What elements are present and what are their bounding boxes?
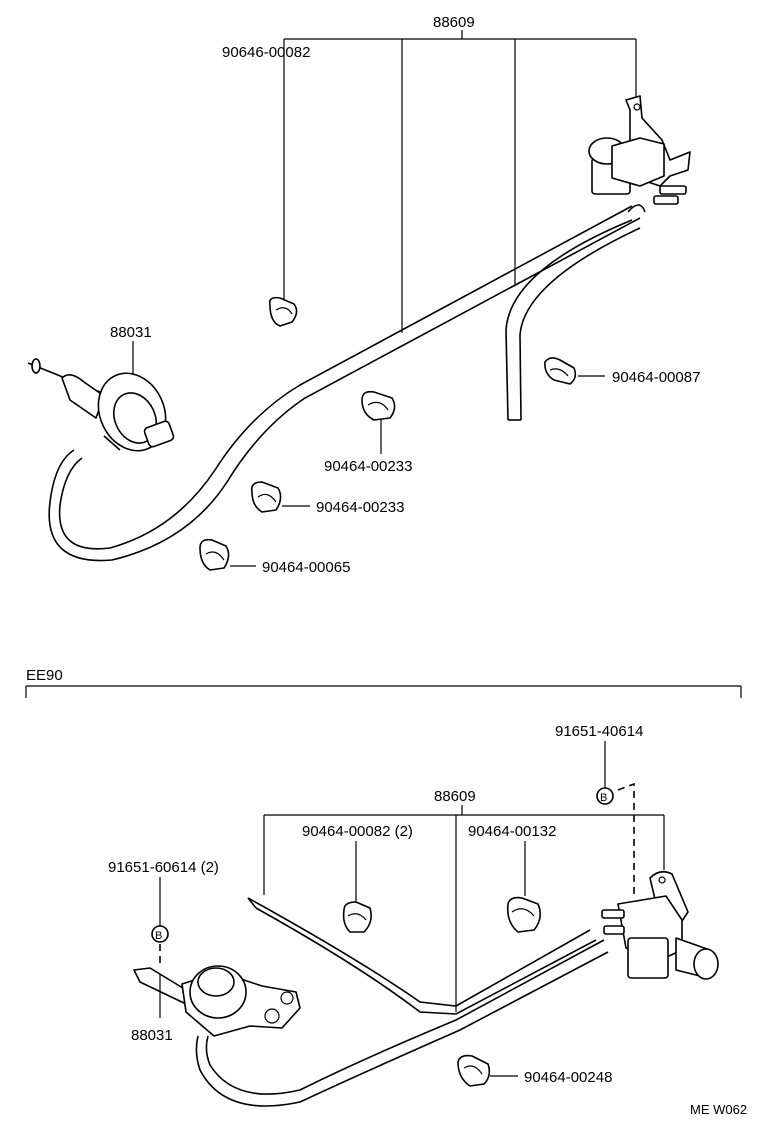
bottom-vacuum-hoses (195, 897, 609, 1107)
bottom-group-bracket: 88609 (263, 788, 665, 1012)
clip-90464-00082: 90464-00082 (2) (302, 823, 413, 933)
label-90464-00233-a: 90464-00233 (324, 458, 412, 475)
top-group-bracket: 88609 (283, 14, 637, 333)
clip-90464-00087: 90464-00087 (544, 357, 700, 386)
label-90464-00087: 90464-00087 (612, 369, 700, 386)
clip-90464-00248: 90464-00248 (457, 1054, 612, 1087)
diagram-code: ME W062 (690, 1102, 747, 1117)
label-90464-00065: 90464-00065 (262, 559, 350, 576)
bolt-91651-60614: 91651-60614 (2) B (108, 859, 219, 968)
clip-90464-00233-a: 90464-00233 (324, 390, 412, 475)
label-88031-top: 88031 (110, 324, 152, 341)
label-90464-00248: 90464-00248 (524, 1069, 612, 1086)
label-88031-bottom: 88031 (131, 1027, 173, 1044)
bolt-marker-b-left: B (155, 930, 162, 942)
label-90464-00132: 90464-00132 (468, 823, 556, 840)
bottom-vsv-valve (601, 870, 719, 980)
label-90646-00082: 90646-00082 (222, 44, 310, 61)
top-assembly: 88609 90646-00082 (27, 14, 700, 576)
top-group-label: 88609 (433, 14, 475, 31)
clip-90464-00132: 90464-00132 (468, 823, 556, 933)
bolt-91651-40614: 91651-40614 B (555, 723, 643, 895)
label-90464-00233-b: 90464-00233 (316, 499, 404, 516)
bottom-actuator-88031: 88031 (131, 965, 301, 1044)
ee90-section: EE90 91651-40614 B 88609 (25, 667, 742, 1107)
label-91651-60614: 91651-60614 (2) (108, 859, 219, 876)
top-vacuum-hose (48, 204, 646, 562)
top-vsv-valve (588, 95, 691, 205)
top-actuator-88031: 88031 (27, 324, 175, 452)
label-91651-40614: 91651-40614 (555, 723, 643, 740)
label-90464-00082: 90464-00082 (2) (302, 823, 413, 840)
bolt-marker-b-right: B (600, 792, 607, 804)
bottom-group-label: 88609 (434, 788, 476, 805)
section-label-ee90: EE90 (26, 667, 63, 684)
clip-90464-00233-b: 90464-00233 (250, 481, 404, 516)
clip-90646-00082 (268, 296, 298, 327)
clip-90464-00065: 90464-00065 (199, 538, 350, 576)
